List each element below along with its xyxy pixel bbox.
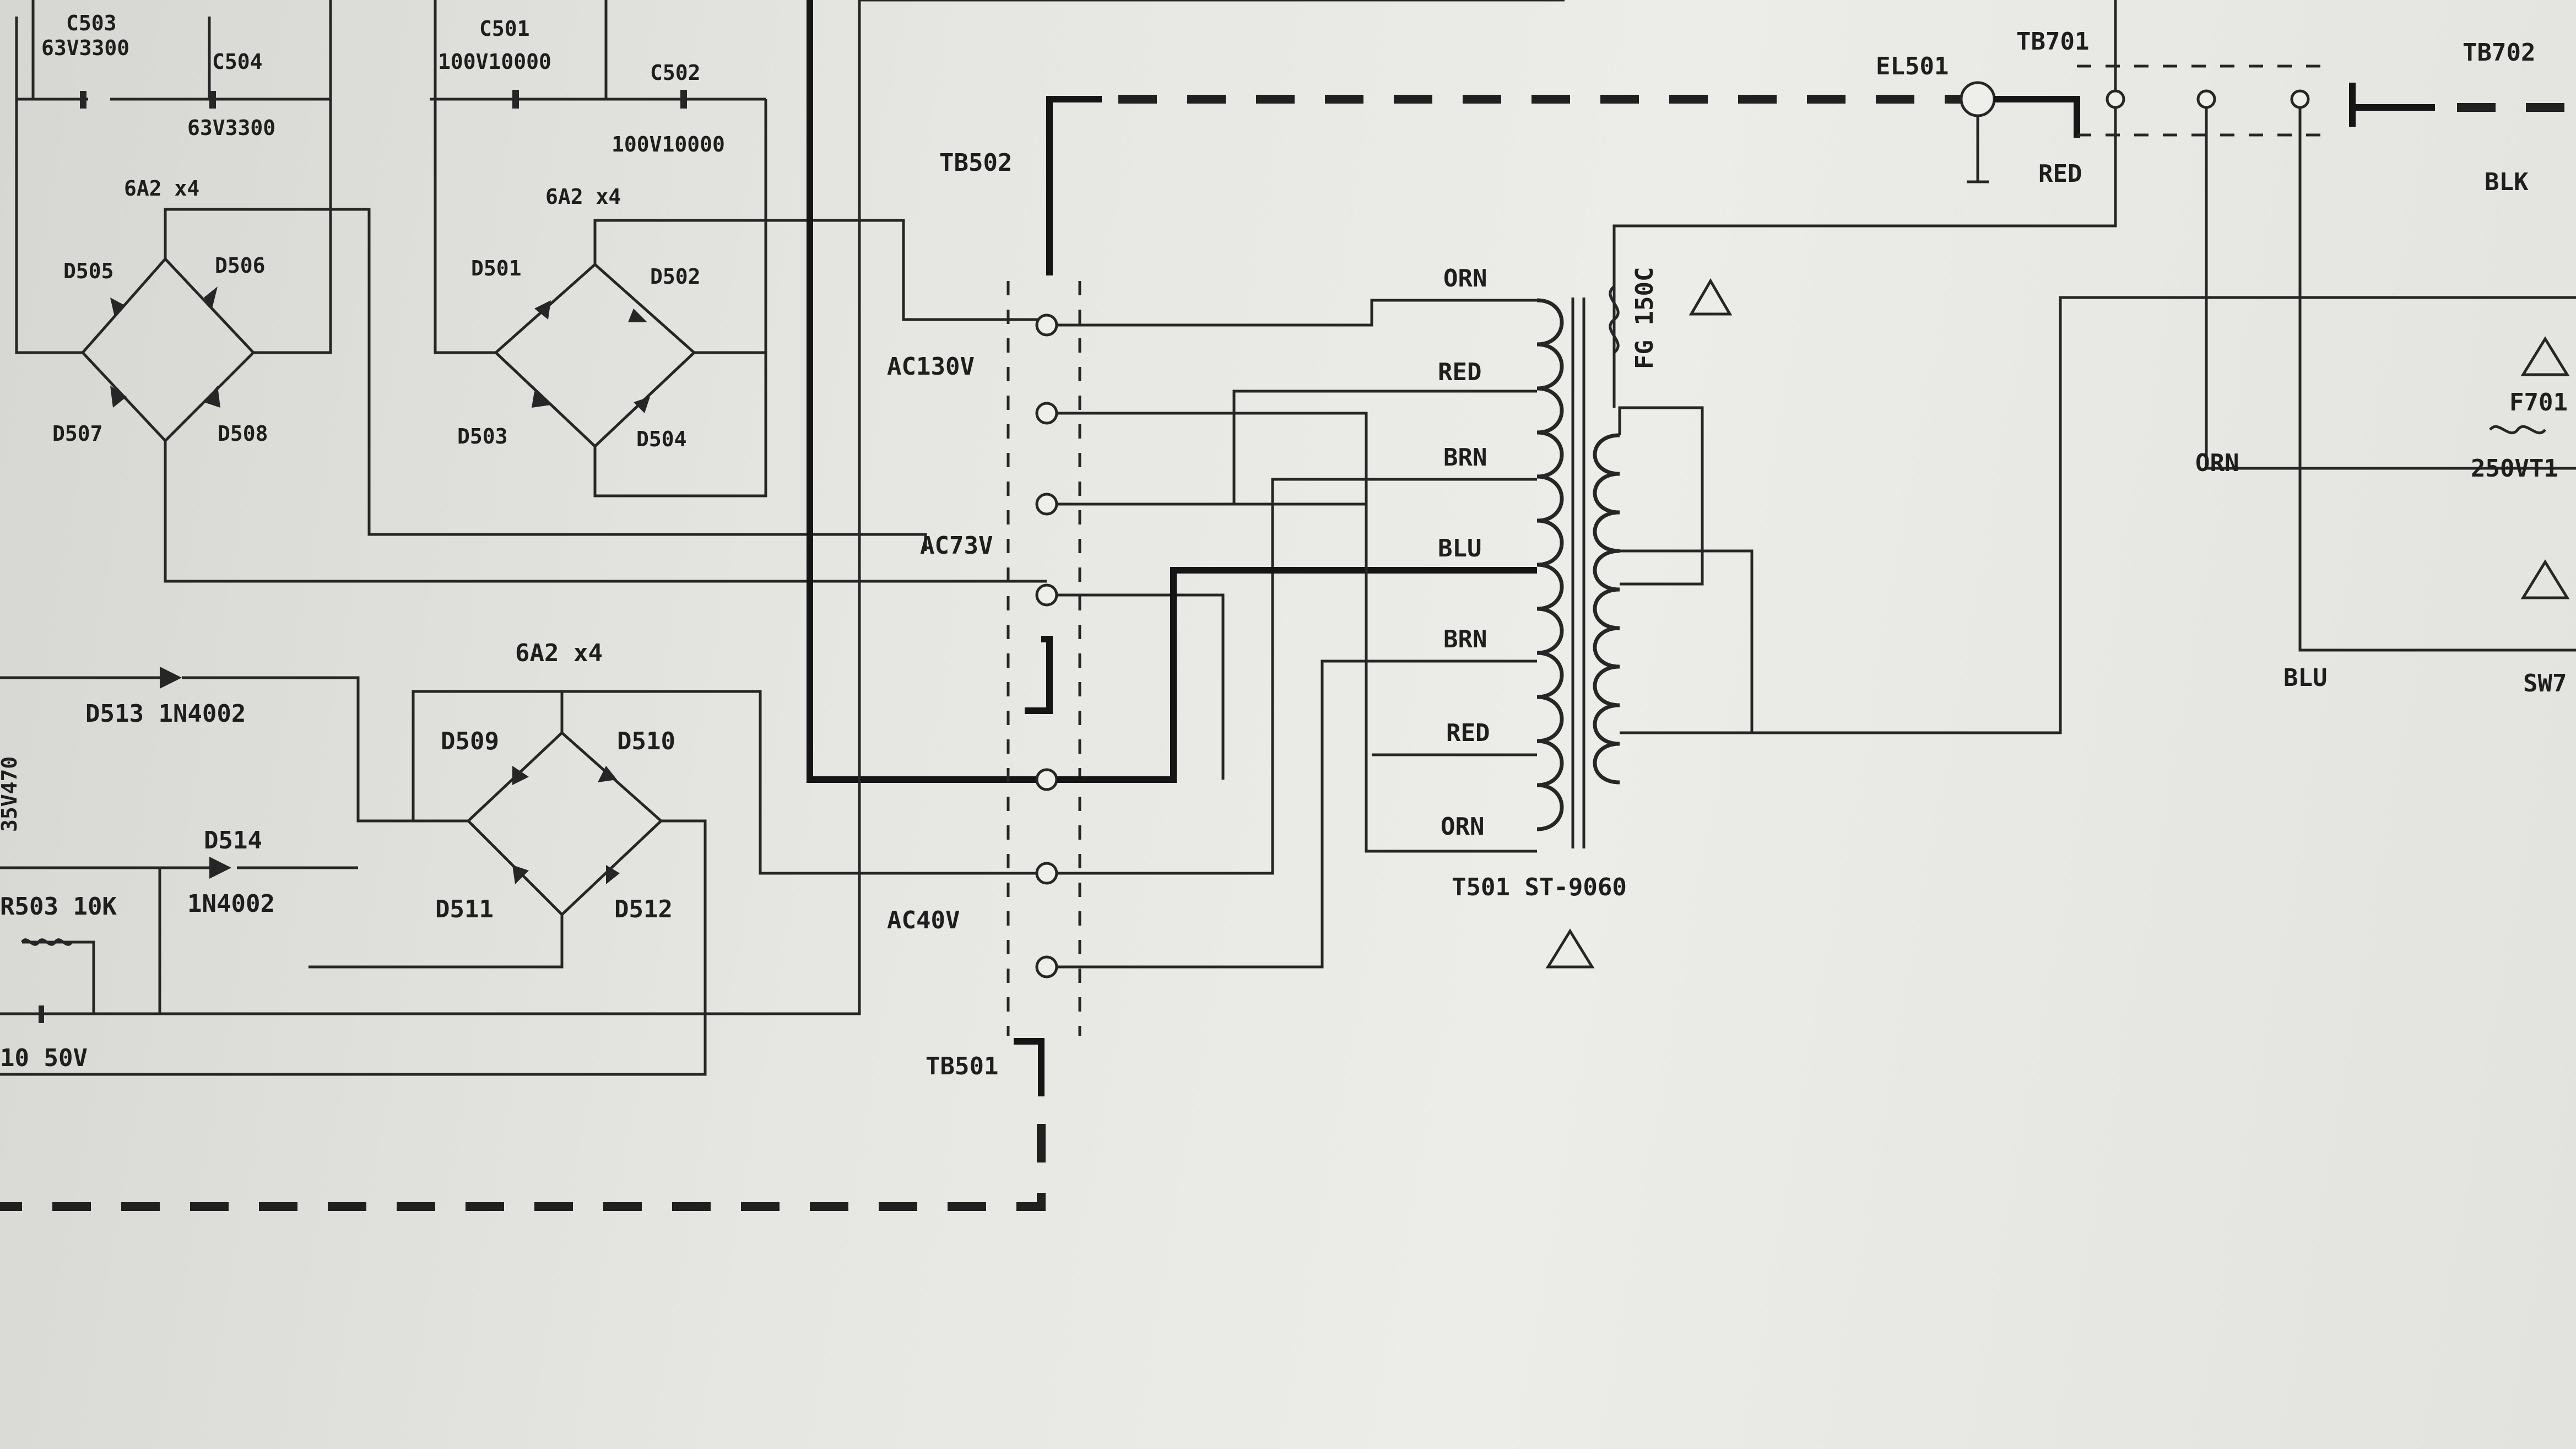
label-bridge-1: 6A2 x4 (124, 176, 199, 201)
terminal-2 (1035, 402, 1058, 425)
terminal-4 (1035, 583, 1058, 607)
diode-d509-symbol (512, 766, 529, 785)
terminal-tb701-c (2290, 89, 2310, 109)
label-orn-2: ORN (1441, 813, 1484, 841)
warning-triangle-icon (1545, 928, 1595, 969)
label-d506: D506 (215, 253, 266, 278)
label-d514-part: 1N4002 (187, 890, 275, 918)
label-t501-model: T501 ST-9060 (1452, 873, 1627, 901)
label-tb701: TB701 (2016, 28, 2089, 56)
label-ac73v: AC73V (920, 532, 993, 560)
label-blu-1: BLU (1438, 534, 1481, 563)
diode-d504-symbol (634, 397, 650, 413)
capacitor-symbol (39, 1005, 44, 1023)
label-cap-value: 10 50V (0, 1044, 88, 1072)
heavy-wire-left (807, 0, 1041, 783)
label-side-cap: 35V470 (0, 756, 21, 832)
label-el501: EL501 (1876, 52, 1949, 80)
diode-d507-symbol (110, 386, 127, 408)
terminal-3 (1035, 493, 1058, 516)
diode-d510-symbol (598, 766, 617, 782)
transformer-t501: ORN RED BRN BLU BRN RED ORN T501 ST-9060… (1438, 0, 2576, 901)
label-d510: D510 (617, 727, 675, 755)
label-c503-value: 63V3300 (41, 36, 129, 60)
label-c502: C502 (650, 61, 701, 85)
label-d512: D512 (614, 895, 673, 923)
diode-d511-symbol (512, 865, 529, 884)
label-red-2: RED (1446, 719, 1490, 747)
top-right-section: EL501 TB701 RED TB702 BLK ORN F701 250VT… (1876, 28, 2576, 698)
label-fuse-fg: FG 150C (1631, 267, 1659, 369)
warning-triangle-icon (2520, 336, 2570, 376)
label-d501: D501 (471, 256, 522, 280)
label-c501-value: 100V10000 (438, 50, 551, 74)
warning-icons (1545, 278, 2570, 969)
warning-triangle-icon (2520, 559, 2570, 599)
diode-d502-symbol (628, 309, 647, 322)
label-brn-2: BRN (1443, 625, 1487, 653)
label-tb702: TB702 (2463, 39, 2535, 67)
label-blu-2: BLU (2283, 664, 2327, 692)
capacitor-c503-symbol (80, 91, 86, 109)
label-blk: BLK (2485, 168, 2529, 196)
terminal-tb701-b (2196, 89, 2216, 109)
diode-d503-symbol (532, 391, 551, 408)
label-d504: D504 (636, 427, 687, 451)
diode-d512-symbol (606, 865, 620, 884)
label-f701: F701 (2509, 388, 2568, 417)
capacitor-c502-symbol (680, 90, 687, 109)
label-d502: D502 (650, 264, 701, 289)
terminal-tb701 (2106, 89, 2125, 109)
label-sw7: SW7 (2523, 669, 2567, 698)
diode-d508-symbol (204, 386, 220, 408)
bridge-left-top: C503 63V3300 C504 63V3300 6A2 x4 D505 D5… (15, 0, 1047, 583)
label-d505: D505 (63, 259, 114, 283)
terminal-1 (1035, 313, 1058, 337)
label-red-3: RED (2038, 160, 2082, 188)
capacitor-c504-symbol (209, 91, 216, 109)
label-c501: C501 (479, 17, 530, 41)
label-c504: C504 (212, 50, 263, 74)
diode-d513-symbol (160, 667, 182, 689)
label-red-1: RED (1438, 358, 1481, 386)
label-tb501: TB501 (926, 1052, 998, 1080)
label-c504-value: 63V3300 (187, 116, 275, 140)
tb502-connector: TB502 AC130V AC73V AC40V TB501 (0, 95, 1978, 1211)
terminal-6 (1035, 862, 1058, 885)
label-c503: C503 (66, 11, 117, 35)
capacitor-c501-symbol (512, 90, 519, 109)
label-bridge-2: 6A2 x4 (545, 185, 621, 209)
label-orn-1: ORN (1443, 264, 1487, 293)
label-d508: D508 (218, 421, 268, 446)
label-fuse-rating: 250VT1 (2471, 455, 2558, 483)
label-tb502: TB502 (939, 149, 1012, 177)
warning-triangle-icon (1689, 278, 1733, 316)
diode-d506-symbol (204, 286, 218, 309)
label-c502-value: 100V10000 (611, 132, 725, 156)
diode-d505-symbol (110, 298, 126, 317)
label-orn-3: ORN (2195, 449, 2239, 477)
transformer-wiring (1057, 299, 1537, 969)
label-d507: D507 (52, 421, 103, 446)
wire-return (0, 0, 861, 1015)
label-brn-1: BRN (1443, 444, 1487, 472)
terminal-5 (1035, 768, 1058, 791)
label-d511: D511 (435, 895, 494, 923)
lamp-el501-icon (1960, 81, 1996, 117)
bridge-bottom: 6A2 x4 D513 1N4002 D509 D510 D514 1N4002… (0, 639, 1036, 1076)
label-d503: D503 (457, 424, 508, 448)
diode-d501-symbol (534, 300, 551, 320)
terminal-7 (1035, 955, 1058, 978)
bridge-center-top: C501 100V10000 C502 100V10000 6A2 x4 D50… (430, 0, 1041, 498)
label-ac130v: AC130V (887, 353, 975, 381)
label-d513: D513 1N4002 (85, 700, 246, 728)
label-r503: R503 10K (0, 893, 117, 921)
label-d509: D509 (441, 727, 499, 755)
label-bridge-3: 6A2 x4 (515, 639, 603, 667)
label-ac40v: AC40V (887, 906, 960, 934)
diode-d514-symbol (209, 857, 231, 879)
label-d514: D514 (204, 826, 262, 855)
